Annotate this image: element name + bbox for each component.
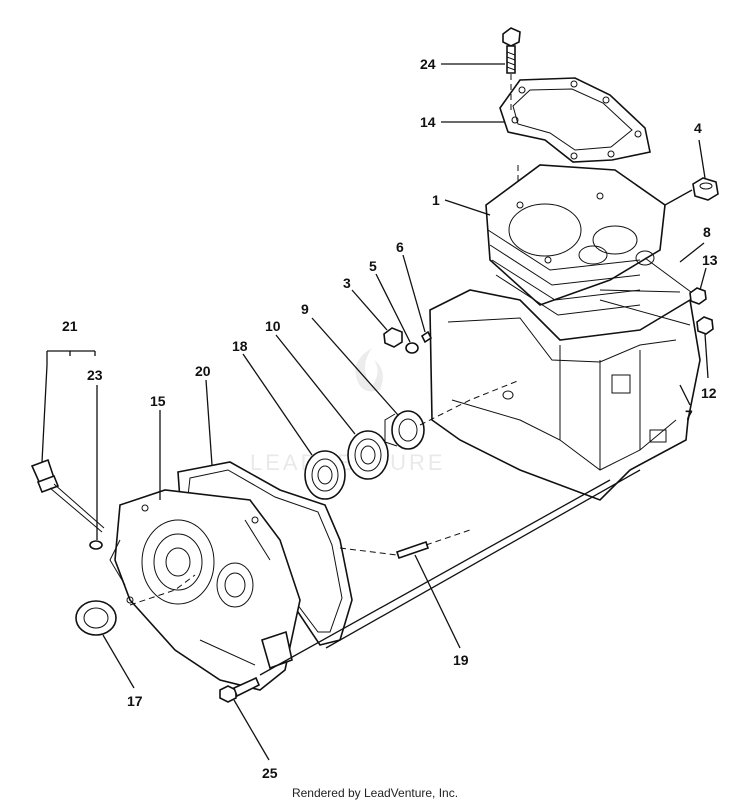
callout-18: 18	[232, 338, 248, 354]
watermark-text: LEADVENTURE	[250, 450, 446, 475]
callout-10: 10	[265, 318, 281, 334]
callout-1: 1	[432, 192, 440, 208]
o-ring-part	[89, 540, 103, 550]
callout-25: 25	[262, 765, 278, 781]
callout-3: 3	[343, 275, 351, 291]
dipstick-part	[30, 458, 105, 533]
callout-17: 17	[127, 693, 143, 709]
callout-9: 9	[301, 301, 309, 317]
callout-4: 4	[694, 120, 702, 136]
callout-23: 23	[87, 367, 103, 383]
callout-21: 21	[62, 318, 78, 334]
engine-block-part	[429, 164, 701, 501]
head-gasket-part	[499, 77, 651, 163]
nut-part	[689, 287, 707, 305]
callout-8: 8	[703, 224, 711, 240]
callout-19: 19	[453, 652, 469, 668]
callout-5: 5	[369, 258, 377, 274]
assembly-lines	[129, 379, 641, 676]
dowel-pin-part	[395, 540, 430, 560]
leader-lines	[41, 63, 709, 761]
nut-part	[696, 316, 714, 335]
callout-labels: 24 14 1 4 8 13 12 7 3 5 6 9 10 18 20 15 …	[62, 56, 718, 781]
crankcase-cover-part	[109, 489, 301, 691]
oil-seal-part	[384, 410, 425, 450]
callout-12: 12	[701, 385, 717, 401]
callout-6: 6	[396, 239, 404, 255]
watermark-logo: LEADVENTURE	[250, 348, 446, 475]
callout-13: 13	[702, 252, 718, 268]
callout-7: 7	[685, 407, 693, 423]
callout-15: 15	[150, 393, 166, 409]
head-bolt-part	[502, 27, 521, 200]
callout-24: 24	[420, 56, 436, 72]
breather-nut-part	[692, 177, 719, 201]
callout-14: 14	[420, 114, 436, 130]
drain-plug-part	[383, 327, 433, 354]
ball-bearing-part	[347, 430, 389, 480]
oil-seal-part	[75, 600, 117, 636]
cover-bolt-part	[219, 676, 261, 703]
render-credit: Rendered by LeadVenture, Inc.	[291, 786, 459, 800]
callout-20: 20	[195, 363, 211, 379]
ball-bearing-part	[304, 450, 346, 500]
